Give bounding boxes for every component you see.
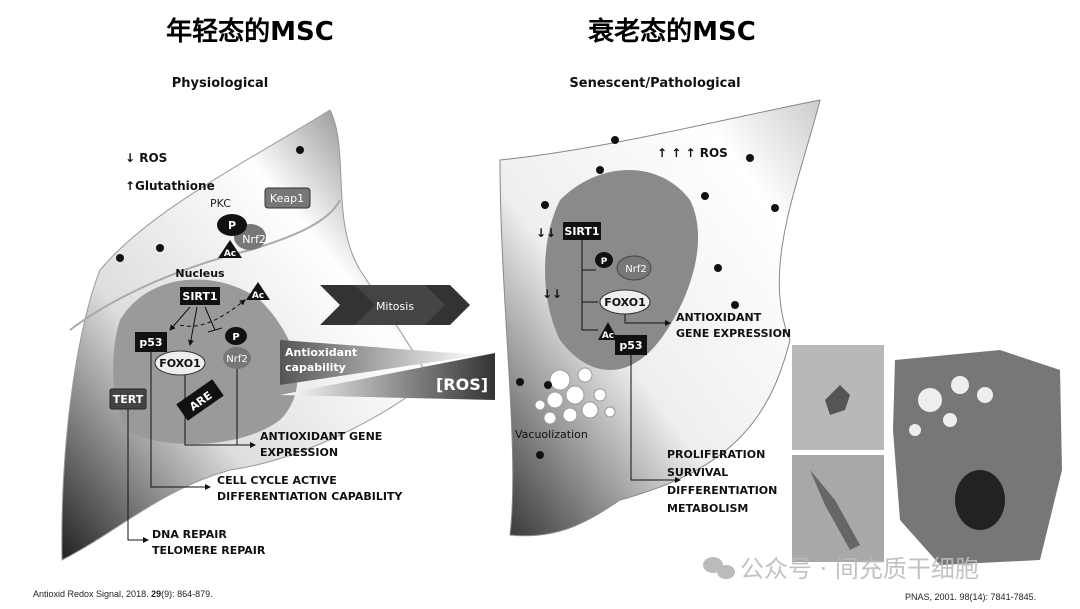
out-antioxidant-2: EXPRESSION	[260, 446, 338, 459]
out-cellcycle-1: CELL CYCLE ACTIVE	[217, 474, 337, 487]
out-proliferation: PROLIFERATION	[667, 448, 765, 461]
vacuoles	[534, 367, 616, 425]
watermark: 公众号 · 间充质干细胞	[740, 555, 979, 583]
p53-box: p53	[139, 336, 162, 349]
ros-particles	[116, 136, 779, 459]
nrf2-senescent: Nrf2	[625, 264, 646, 275]
tert-box: TERT	[113, 393, 144, 406]
out-differentiation: DIFFERENTIATION	[667, 484, 777, 497]
mitosis-label: Mitosis	[376, 300, 414, 313]
pkc-label: PKC	[210, 197, 231, 210]
glutathione-high: ↑Glutathione	[125, 179, 215, 193]
senescent-label: Senescent/Pathological	[569, 76, 740, 91]
out-metabolism: METABOLISM	[667, 502, 748, 515]
foxo1-senescent: FOXO1	[604, 296, 646, 309]
ros-high: ↑ ↑ ↑ ROS	[657, 146, 728, 160]
sirt1-down: ↓↓	[536, 226, 556, 240]
ros-wedge-label: [ROS]	[436, 375, 488, 394]
physiological-label: Physiological	[172, 76, 268, 91]
nrf2-cyto: Nrf2	[242, 233, 266, 246]
foxo1-down: ↓↓	[542, 287, 562, 301]
sirt1-box-senescent: SIRT1	[564, 225, 599, 238]
vacuolization-label: Vacuolization	[515, 428, 588, 441]
sirt1-box: SIRT1	[182, 290, 217, 303]
p-badge-senescent: P	[601, 257, 608, 267]
p-badge: P	[228, 219, 236, 232]
antioxidant-wedge	[280, 340, 480, 385]
nucleus-label: Nucleus	[175, 267, 225, 280]
wechat-icon	[703, 557, 735, 579]
antioxidant-label-1: Antioxidant	[285, 346, 357, 359]
out-dna-1: DNA REPAIR	[152, 528, 227, 541]
ros-low: ↓ ROS	[125, 151, 167, 165]
ac-senescent: Ac	[602, 331, 614, 341]
ros-wedge	[280, 353, 495, 400]
title-young: 年轻态的MSC	[166, 16, 334, 47]
gene-expression-2: GENE EXPRESSION	[676, 327, 791, 340]
gene-expression-1: ANTIOXIDANT	[676, 311, 762, 324]
ac-nucleus: Ac	[252, 291, 264, 301]
mitosis-arrows	[320, 285, 470, 325]
out-dna-2: TELOMERE REPAIR	[152, 544, 266, 557]
keap1-box: Keap1	[270, 192, 304, 205]
p53-senescent: p53	[619, 339, 642, 352]
antioxidant-label-2: capability	[285, 361, 346, 374]
citation-left: Antioxid Redox Signal, 2018. 29(9): 864-…	[33, 589, 213, 599]
out-antioxidant-1: ANTIOXIDANT GENE	[260, 430, 382, 443]
title-senescent: 衰老态的MSC	[587, 16, 756, 47]
citation-right: PNAS, 2001. 98(14): 7841-7845.	[905, 592, 1036, 602]
out-cellcycle-2: DIFFERENTIATION CAPABILITY	[217, 490, 403, 503]
foxo1-oval: FOXO1	[159, 357, 201, 370]
p-badge-nucleus: P	[232, 332, 239, 343]
ac-cyto: Ac	[224, 249, 236, 259]
nrf2-nucleus: Nrf2	[226, 354, 247, 365]
out-survival: SURVIVAL	[667, 466, 728, 479]
